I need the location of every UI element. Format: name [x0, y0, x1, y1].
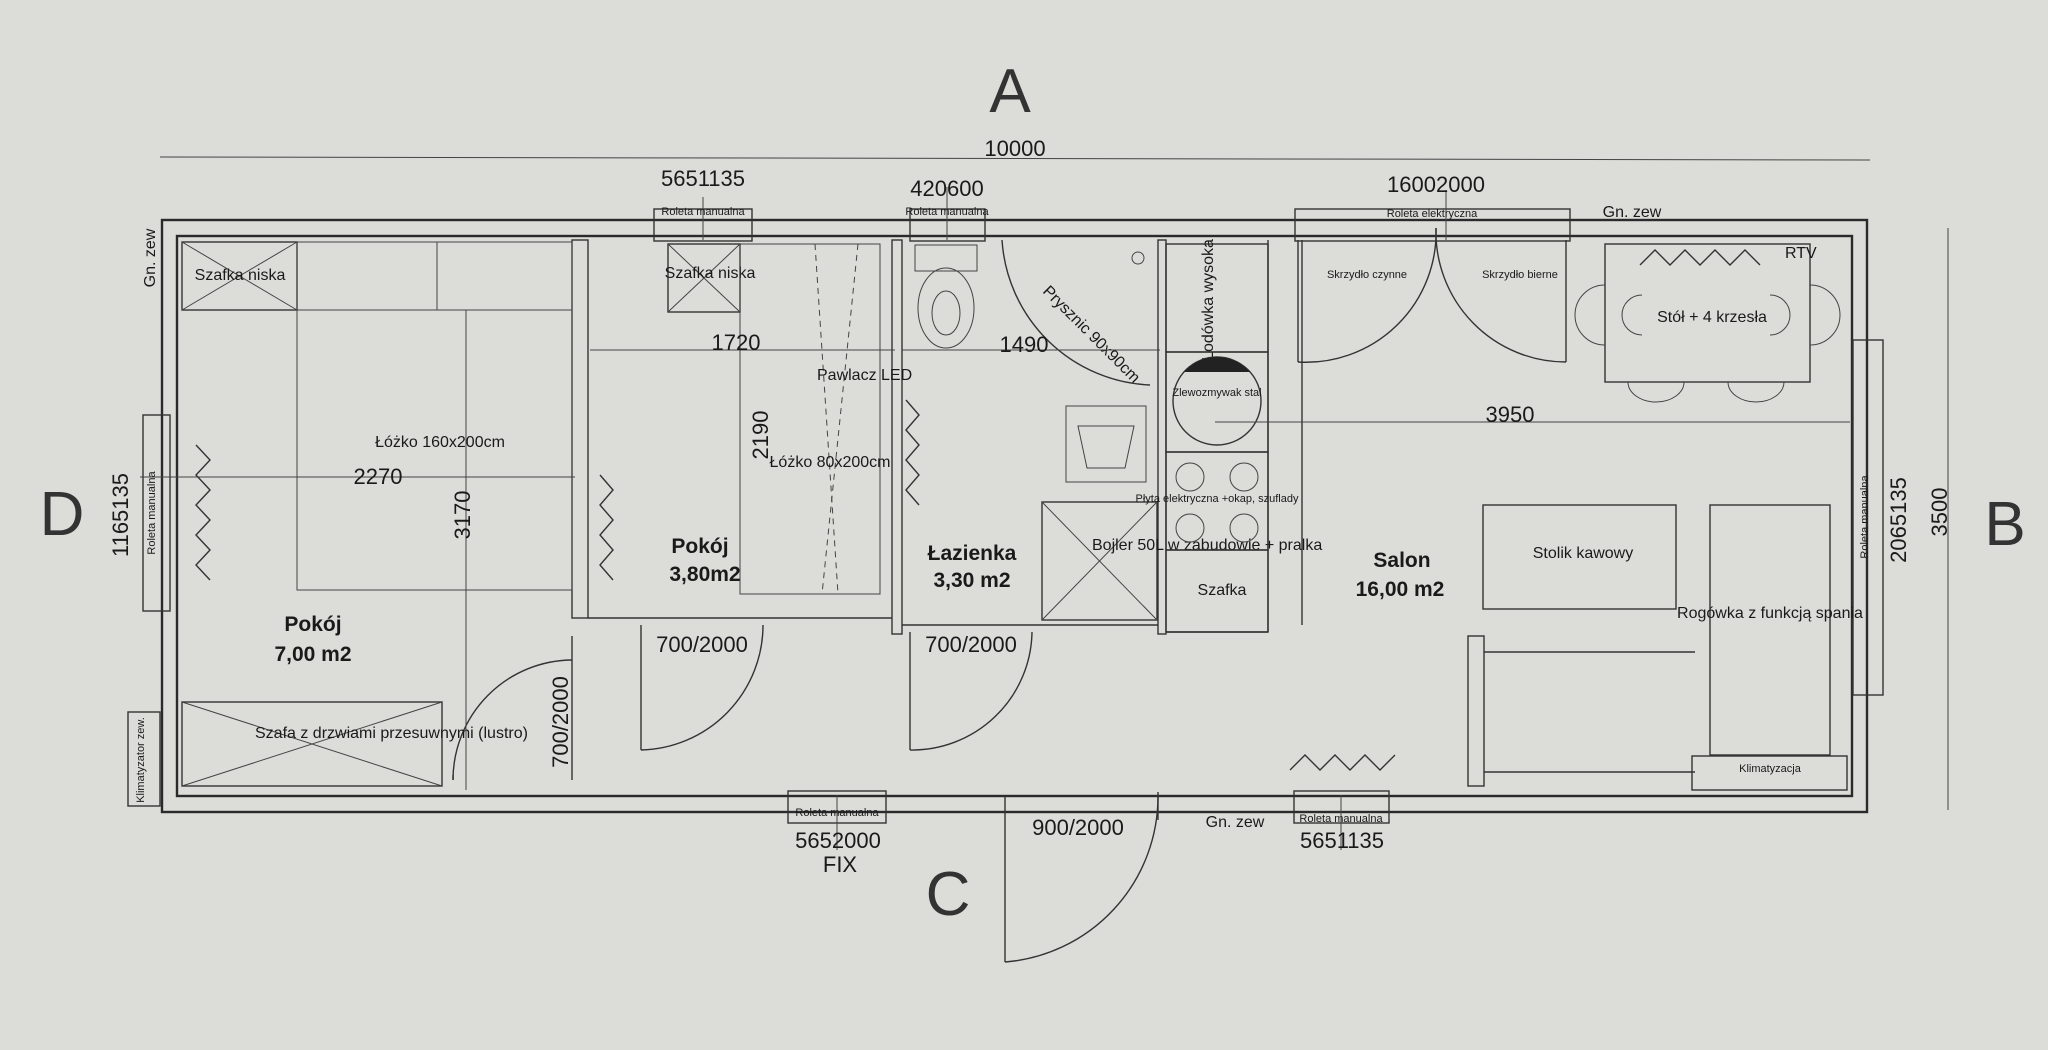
window-left: Roleta manualna	[140, 414, 575, 612]
dining-table: Stół + 4 krzesła	[1574, 243, 1841, 403]
dim-door-entry: 900/2000	[1032, 815, 1124, 840]
room-area-1: 7,00 m2	[274, 643, 351, 666]
svg-text:Rogówka z funkcją spania: Rogówka z funkcją spania	[1677, 605, 1863, 622]
svg-text:Szafka niska: Szafka niska	[195, 267, 286, 284]
svg-text:Roleta manualna: Roleta manualna	[661, 206, 745, 218]
dim-win-bottom-left: 5652000	[795, 828, 881, 853]
radiator-bath	[905, 399, 920, 506]
cabinet: Szafka	[1165, 549, 1269, 633]
dim-win-top-left: 5651135	[661, 166, 745, 191]
dim-bed-width: 2270	[354, 464, 403, 489]
svg-text:Szafka: Szafka	[1198, 582, 1247, 599]
svg-text:Szafa z drzwiami przesuwnymi (: Szafa z drzwiami przesuwnymi (lustro)	[255, 725, 528, 742]
coffee-table: Stolik kawowy	[1482, 504, 1677, 610]
room-area-2: 3,80m2	[669, 563, 740, 586]
svg-text:Szafka niska: Szafka niska	[665, 265, 756, 282]
door-room2	[640, 624, 764, 751]
room-name-1: Pokój	[284, 613, 341, 636]
svg-text:Lodówka wysoka: Lodówka wysoka	[1200, 239, 1217, 361]
dim-door-room2: 700/2000	[656, 632, 748, 657]
dim-total-depth: 3500	[1927, 488, 1952, 537]
dim-win-right: 2065135	[1886, 477, 1911, 563]
radiator-salon-top	[1639, 249, 1761, 266]
svg-text:Klimatyzacja: Klimatyzacja	[1739, 763, 1802, 775]
axis-label-a: A	[989, 57, 1031, 126]
dim-room2-depth: 2190	[748, 411, 773, 460]
corner-sofa: Rogówka z funkcją spania	[1677, 504, 1863, 756]
gn-zew-bottom: Gn. zew	[1206, 814, 1265, 831]
svg-text:Roleta manualna: Roleta manualna	[795, 807, 879, 819]
toilet	[914, 244, 978, 349]
entry-door	[1004, 792, 1159, 963]
wardrobe: Szafa z drzwiami przesuwnymi (lustro)	[181, 701, 528, 787]
shower: Prysznic 90x90cm	[1001, 239, 1151, 387]
svg-text:Płyta elektryczna +okap, szufl: Płyta elektryczna +okap, szuflady	[1136, 493, 1299, 505]
svg-text:Klimatyzator zew.: Klimatyzator zew.	[135, 717, 147, 803]
low-cabinet-1: Szafka niska	[181, 241, 298, 311]
room-name-3: Łazienka	[928, 542, 1017, 565]
fridge: Lodówka wysoka	[1165, 239, 1269, 361]
room-area-3: 3,30 m2	[933, 569, 1010, 592]
window-top-left: Roleta manualna	[653, 197, 753, 242]
ac-outdoor-unit: Klimatyzator zew.	[127, 711, 161, 807]
door-room1	[452, 636, 573, 781]
axis-label-b: B	[1984, 490, 2025, 559]
door-bath	[909, 631, 1033, 751]
dim-bath-width: 1490	[1000, 332, 1049, 357]
boiler: Bojler 50L w zabudowie + pralka	[1041, 501, 1322, 621]
room-area-4: 16,00 m2	[1356, 578, 1445, 601]
svg-text:Roleta manualna: Roleta manualna	[1299, 813, 1383, 825]
radiator-room1	[195, 444, 211, 581]
dim-bed-depth: 3170	[450, 491, 475, 540]
radiator-salon-bottom	[1289, 754, 1396, 771]
sink: Zlewozmywak stal	[1165, 351, 1269, 453]
svg-text:Pawlacz LED: Pawlacz LED	[817, 367, 912, 384]
exterior-wall-outer	[160, 218, 1869, 814]
radiator-room2	[599, 474, 614, 581]
room-name-4: Salon	[1373, 549, 1430, 572]
cooktop: Płyta elektryczna +okap, szuflady	[1136, 451, 1299, 551]
room-name-2: Pokój	[671, 535, 728, 558]
svg-text:Łóżko 160x200cm: Łóżko 160x200cm	[375, 434, 505, 451]
svg-text:Bojler 50L w zabudowie + pralk: Bojler 50L w zabudowie + pralka	[1092, 537, 1322, 554]
dim-total-width: 10000	[984, 136, 1045, 161]
window-right: Roleta manualna	[1852, 339, 1884, 696]
dim-win-left: 1165135	[108, 473, 133, 557]
svg-text:Roleta manualna: Roleta manualna	[1859, 475, 1871, 559]
window-bottom-left: Roleta manualna	[787, 790, 887, 850]
dim-win-top-mid: 420600	[910, 176, 983, 201]
dim-win-bottom-right: 5651135	[1300, 828, 1384, 853]
exterior-wall-inner	[175, 234, 1854, 798]
dim-salon-width: 3950	[1486, 402, 1535, 427]
terrace-door-top: Roleta elektryczna Skrzydło czynne Skrzy…	[1294, 190, 1571, 363]
bed-160: Łóżko 160x200cm	[296, 241, 573, 591]
dim-line-total-width	[159, 156, 1871, 161]
low-cabinet-2: Szafka niska	[665, 243, 756, 313]
window-top-mid: Roleta manualna	[905, 187, 989, 242]
dim-terrace-door: 16002000	[1387, 172, 1485, 197]
svg-text:Stół + 4 krzesła: Stół + 4 krzesła	[1657, 309, 1767, 326]
dim-door-room1: 700/2000	[548, 676, 573, 768]
svg-text:Skrzydło bierne: Skrzydło bierne	[1482, 269, 1558, 281]
gn-zew-top: Gn. zew	[1603, 204, 1662, 221]
svg-text:Roleta manualna: Roleta manualna	[905, 206, 989, 218]
washbasin	[1065, 405, 1147, 483]
axis-label-d: D	[40, 480, 85, 549]
rtv-label: RTV	[1785, 245, 1817, 262]
axis-label-c: C	[926, 860, 971, 929]
svg-text:Stolik kawowy: Stolik kawowy	[1533, 545, 1633, 562]
gn-zew-left: Gn. zew	[142, 228, 159, 287]
dim-win-bottom-left-fix: FIX	[823, 852, 858, 877]
dim-door-bath: 700/2000	[925, 632, 1017, 657]
svg-text:Roleta elektryczna: Roleta elektryczna	[1387, 208, 1478, 220]
svg-text:Skrzydło czynne: Skrzydło czynne	[1327, 269, 1407, 281]
window-bottom-right: Roleta manualna	[1293, 790, 1390, 850]
svg-text:Zlewozmywak stal: Zlewozmywak stal	[1172, 387, 1261, 399]
svg-text:Łóżko 80x200cm: Łóżko 80x200cm	[770, 454, 891, 471]
air-conditioner: Klimatyzacja	[1691, 755, 1848, 791]
dim-room2-width: 1720	[712, 330, 761, 355]
svg-text:Roleta manualna: Roleta manualna	[146, 471, 158, 555]
